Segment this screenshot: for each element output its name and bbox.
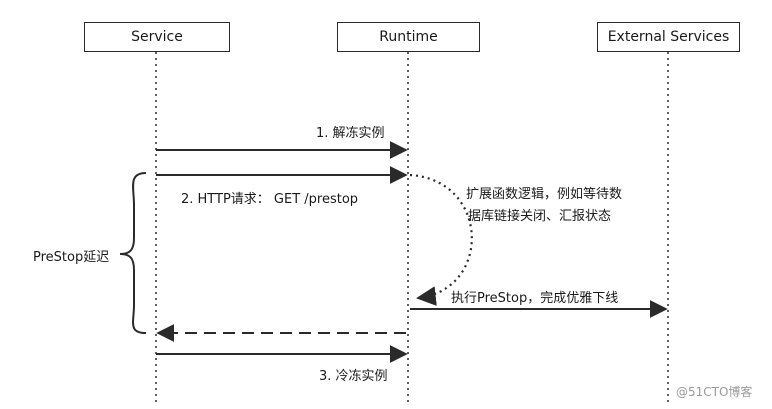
participant-external-label: External Services xyxy=(607,29,730,45)
participant-external-services: External Services xyxy=(597,22,740,52)
participant-service: Service xyxy=(84,22,230,52)
prestop-brace xyxy=(119,172,147,334)
self-call-note-line1: 扩展函数逻辑，例如等待数 xyxy=(466,187,623,202)
participant-runtime: Runtime xyxy=(337,22,480,52)
watermark: @51CTO博客 xyxy=(676,385,753,399)
message-execute-prestop-label: 执行PreStop，完成优雅下线 xyxy=(451,291,619,306)
prestop-delay-label: PreStop延迟 xyxy=(33,250,110,265)
message-freeze-label: 3. 冷冻实例 xyxy=(319,369,388,384)
message-http-request-label: 2. HTTP请求： GET /prestop xyxy=(181,192,359,207)
self-call-note-line2: 据库链接关闭、汇报状态 xyxy=(468,209,612,224)
message-unfreeze-label: 1. 解冻实例 xyxy=(316,126,385,141)
arrow-self-call xyxy=(409,173,473,306)
participant-runtime-label: Runtime xyxy=(379,29,438,45)
participant-service-label: Service xyxy=(131,29,183,45)
